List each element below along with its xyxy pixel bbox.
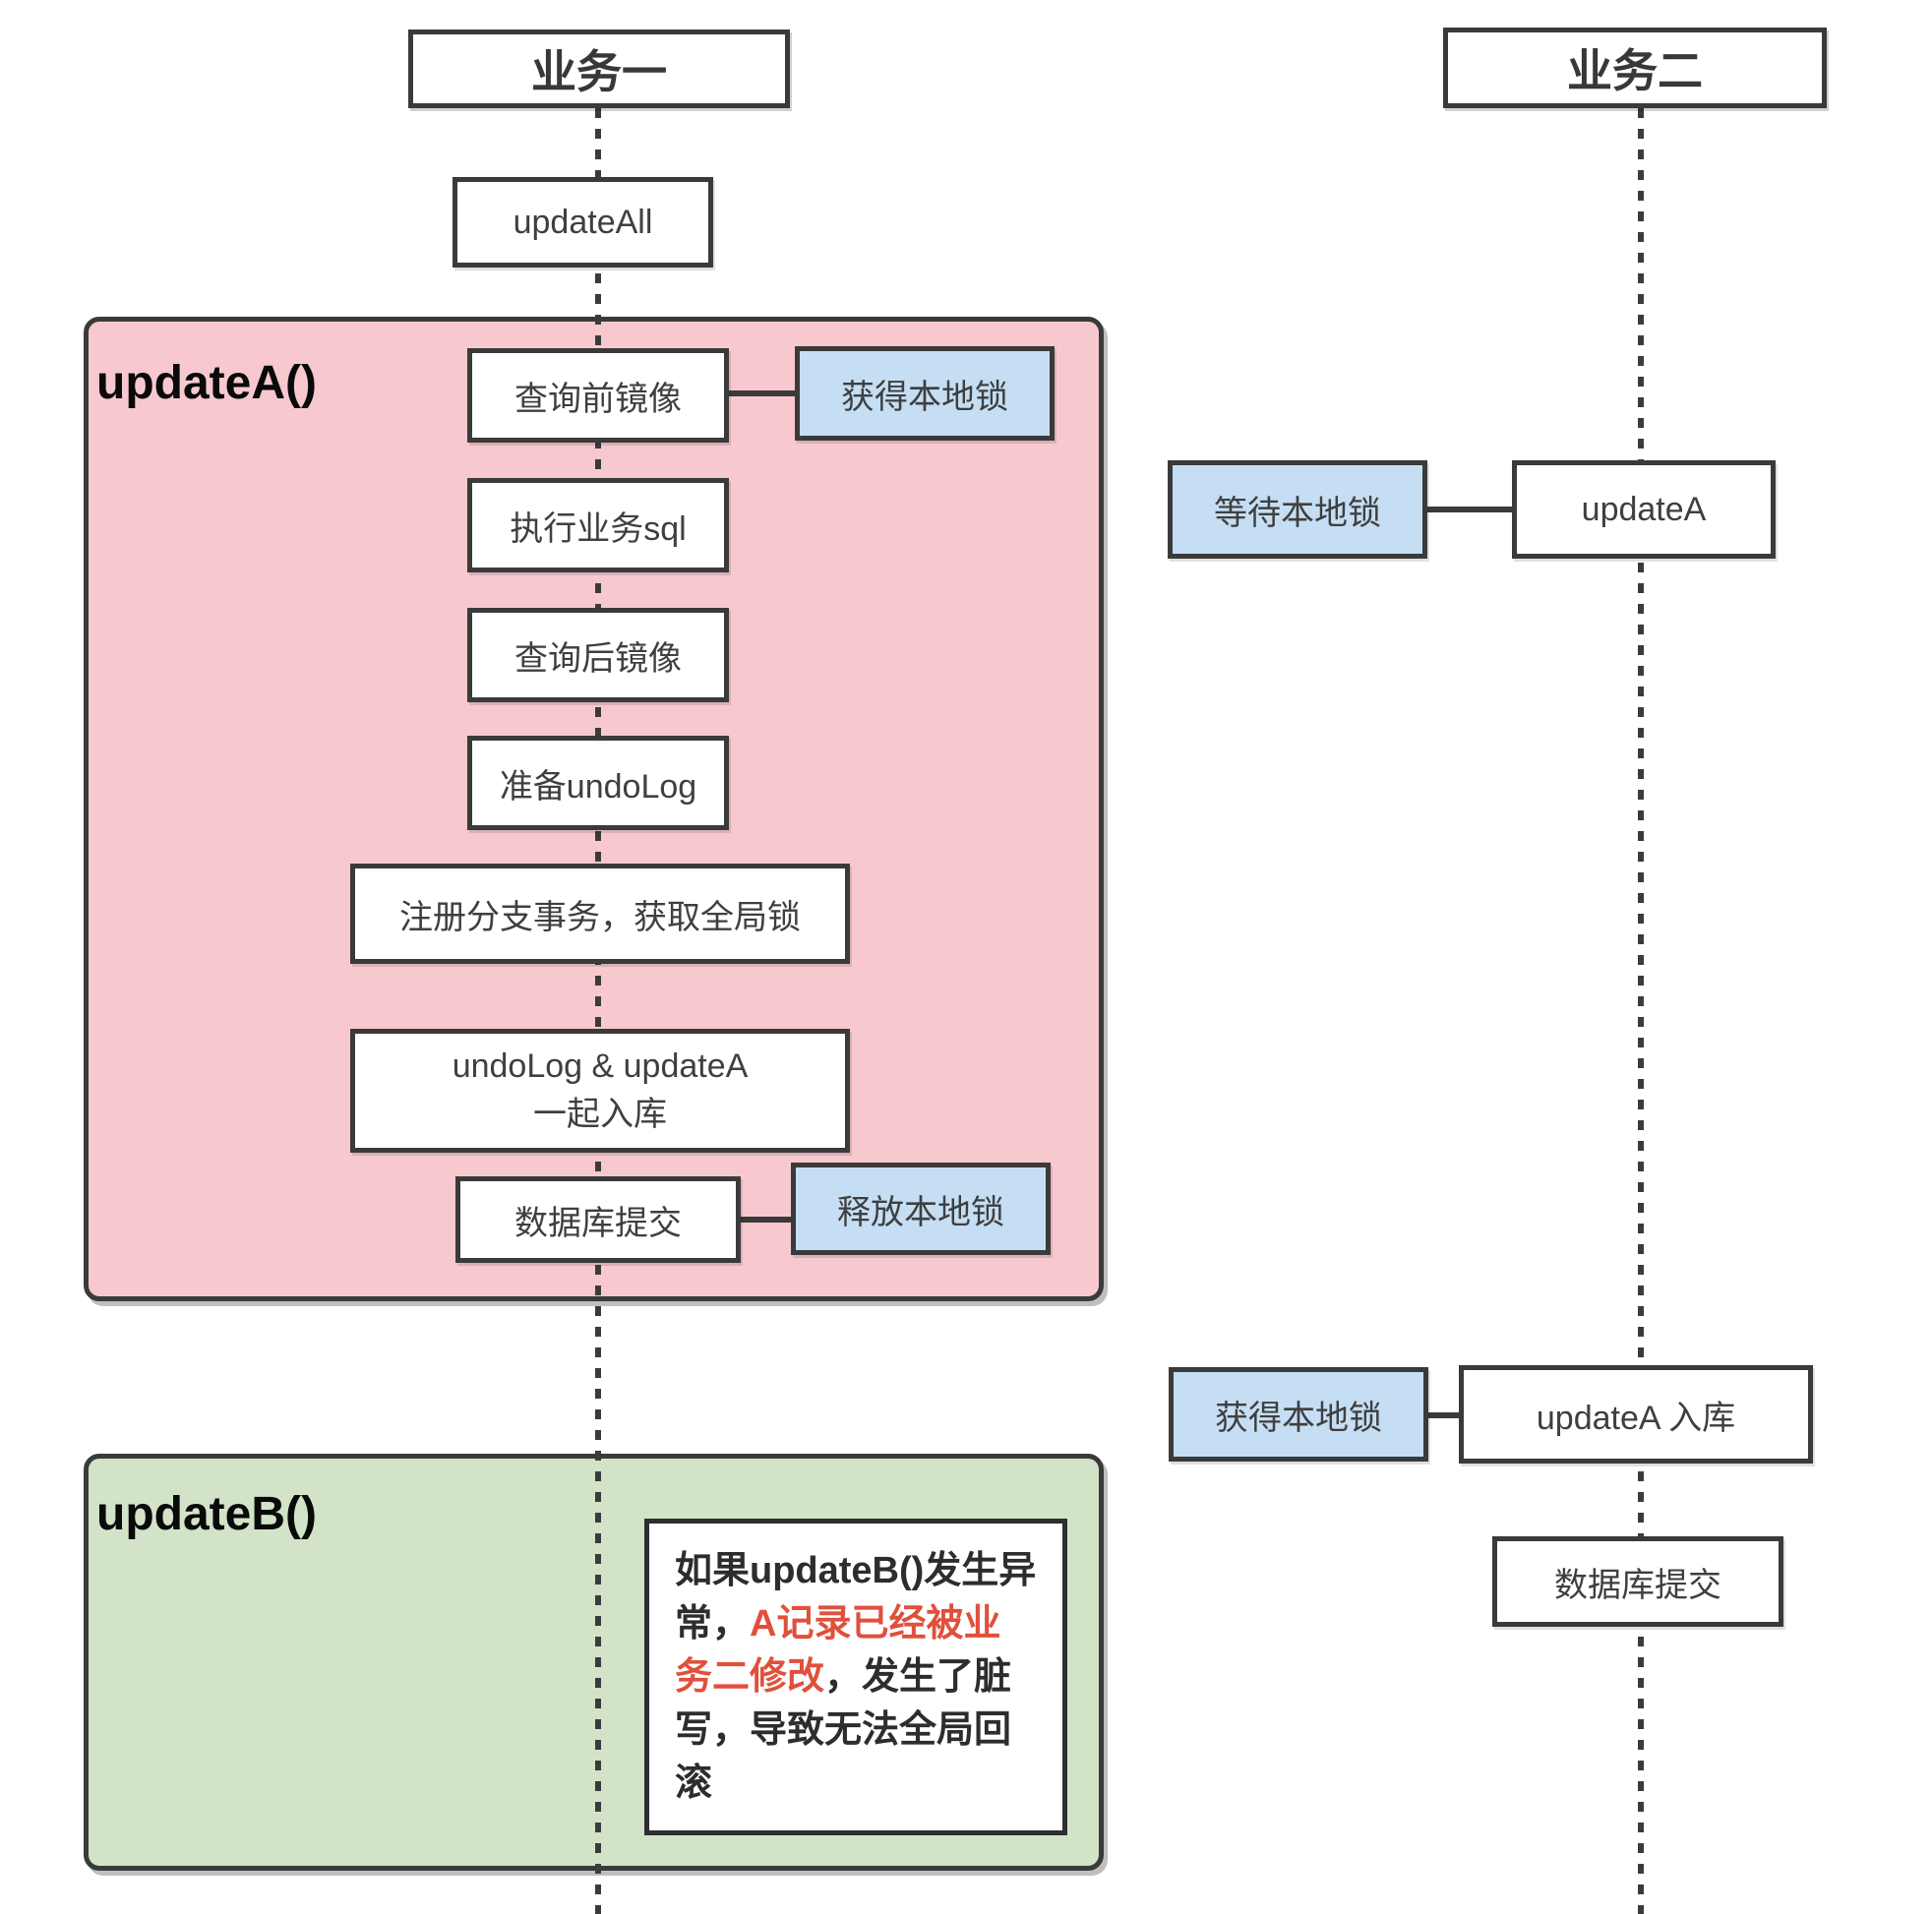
execute-sql-box: 执行业务sql <box>467 478 729 572</box>
lane-header-business2: 业务二 <box>1443 28 1827 108</box>
undolog-store-line1: undoLog & updateA <box>452 1047 749 1085</box>
acquire-local-lock-box-lane2: 获得本地锁 <box>1169 1367 1428 1462</box>
warning-text-pre: 如果updateB()发生异常， <box>675 1550 1037 1645</box>
connector-release-lock <box>741 1217 791 1223</box>
connector-acquire-lock-lane2 <box>1428 1412 1459 1418</box>
updateb-region-label: updateB() <box>96 1488 317 1540</box>
updatea-store-box: updateA 入库 <box>1459 1365 1813 1464</box>
undolog-store-box: undoLog & updateA 一起入库 <box>350 1029 850 1153</box>
release-local-lock-box: 释放本地锁 <box>791 1163 1051 1255</box>
db-commit-box-lane2: 数据库提交 <box>1492 1536 1783 1627</box>
lane-header-business1: 业务一 <box>408 30 790 108</box>
warning-text-red: A记录已经被业务二修改 <box>675 1602 1001 1698</box>
dirty-write-warning-note: 如果updateB()发生异常，A记录已经被业务二修改，发生了脏写，导致无法全局… <box>644 1519 1067 1835</box>
query-after-image-box: 查询后镜像 <box>467 608 729 702</box>
acquire-local-lock-box: 获得本地锁 <box>795 346 1055 441</box>
connector-wait-lock <box>1427 507 1512 512</box>
db-commit-box-lane1: 数据库提交 <box>455 1176 741 1263</box>
lifeline-business1 <box>595 108 601 1914</box>
undolog-store-line2: 一起入库 <box>533 1096 667 1133</box>
register-branch-box: 注册分支事务，获取全局锁 <box>350 864 850 964</box>
updatea-box-lane2: updateA <box>1512 460 1776 559</box>
wait-local-lock-box: 等待本地锁 <box>1168 460 1427 559</box>
query-before-image-box: 查询前镜像 <box>467 348 729 443</box>
updateall-box: updateAll <box>453 177 713 268</box>
lifeline-business2 <box>1638 108 1644 1914</box>
connector-acquire-lock <box>729 390 795 396</box>
updatea-region-label: updateA() <box>96 357 317 409</box>
warning-text-post: ，发生了脏写，导致无法全局回滚 <box>675 1655 1012 1804</box>
prepare-undolog-box: 准备undoLog <box>467 736 729 830</box>
